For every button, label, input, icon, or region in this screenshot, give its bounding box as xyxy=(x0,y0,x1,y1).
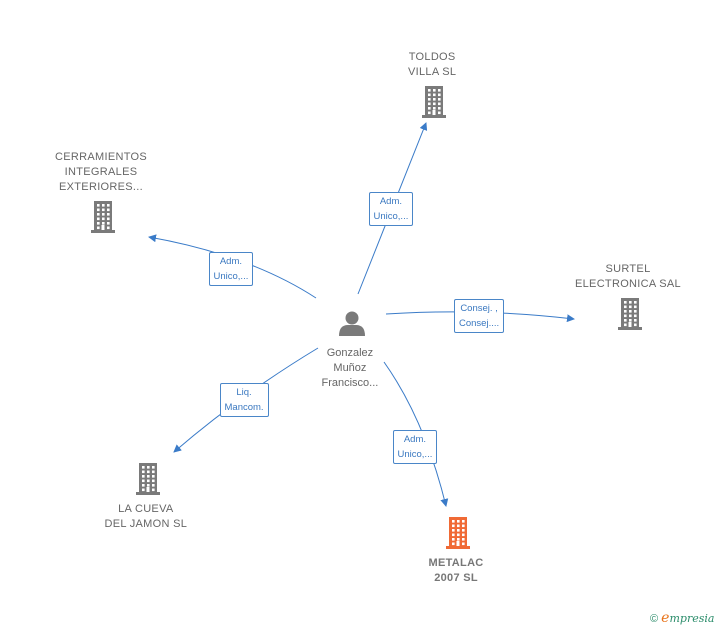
company-name-cerramientos-line: CERRAMIENTOS xyxy=(55,151,148,163)
building-icon[interactable] xyxy=(618,298,642,330)
relation-label-lacueva[interactable]: Liq. Mancom. xyxy=(219,383,269,417)
building-icon[interactable] xyxy=(422,86,446,118)
company-name-cerramientos-line: EXTERIORES... xyxy=(59,181,143,193)
company-name-metalac: METALAC 2007 SL xyxy=(429,556,484,586)
company-name-metalac-line: 2007 SL xyxy=(434,572,478,584)
relation-label-lacueva-line: Liq. xyxy=(236,387,252,398)
company-name-lacueva-line: DEL JAMON SL xyxy=(104,518,188,530)
building-icon[interactable] xyxy=(136,463,160,495)
company-name-surtel-line: SURTEL xyxy=(605,263,651,275)
relation-label-cerramientos-line: Adm. xyxy=(219,256,243,267)
company-name-cerramientos: CERRAMIENTOS INTEGRALES EXTERIORES... xyxy=(55,150,147,195)
copyright-symbol: © xyxy=(650,613,659,625)
company-name-toldos: TOLDOS VILLA SL xyxy=(408,50,456,80)
company-name-surtel-line: ELECTRONICA SAL xyxy=(575,278,681,290)
relation-label-metalac-line: Unico,... xyxy=(397,449,433,460)
person-name-line: Muñoz xyxy=(333,362,367,374)
person-name-line: Gonzalez xyxy=(326,347,374,359)
company-name-toldos-line: TOLDOS xyxy=(408,51,456,63)
edge-metalac xyxy=(383,361,449,507)
company-name-lacueva: LA CUEVA DEL JAMON SL xyxy=(105,502,188,532)
relation-label-surtel[interactable]: Consej. , Consej.... xyxy=(454,299,505,333)
company-name-lacueva-line: LA CUEVA xyxy=(118,503,174,515)
relation-label-toldos-line: Adm. xyxy=(379,196,403,207)
building-icon[interactable] xyxy=(446,517,470,549)
company-name-cerramientos-line: INTEGRALES xyxy=(64,166,138,178)
company-name-surtel: SURTEL ELECTRONICA SAL xyxy=(575,262,681,292)
brand-logo: empresia xyxy=(661,610,715,626)
relation-label-lacueva-line: Mancom. xyxy=(224,402,264,413)
person-name-line: Francisco... xyxy=(321,377,379,389)
relation-label-cerramientos[interactable]: Adm. Unico,... xyxy=(208,252,254,286)
relation-label-metalac-line: Adm. xyxy=(403,434,427,445)
credit-footer: © empresia xyxy=(650,610,714,626)
relation-label-toldos[interactable]: Adm. Unico,... xyxy=(368,192,414,226)
relation-label-toldos-line: Unico,... xyxy=(373,211,409,222)
company-name-metalac-line: METALAC xyxy=(428,557,484,569)
relation-label-surtel-line: Consej. , xyxy=(460,303,498,314)
building-icon[interactable] xyxy=(91,201,115,233)
company-name-toldos-line: VILLA SL xyxy=(408,66,457,78)
person-icon[interactable] xyxy=(339,311,365,337)
relation-label-surtel-line: Consej.... xyxy=(459,318,500,329)
relation-label-metalac[interactable]: Adm. Unico,... xyxy=(392,430,438,464)
relation-label-cerramientos-line: Unico,... xyxy=(213,271,249,282)
